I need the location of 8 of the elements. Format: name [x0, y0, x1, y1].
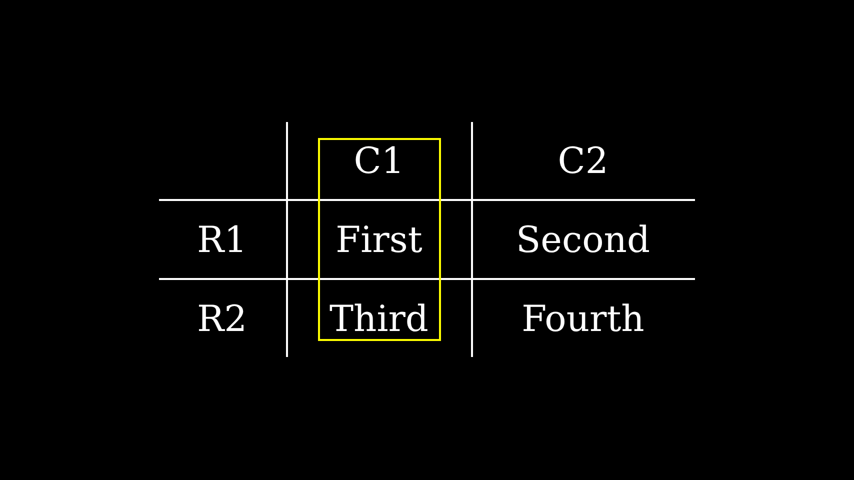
table-cell-text: Third — [330, 298, 428, 342]
table-cell-text: Second — [516, 219, 650, 263]
row-header: R1 — [197, 219, 247, 263]
table-cell-text: Fourth — [522, 298, 644, 342]
column-header: C1 — [354, 140, 404, 184]
row-header: R2 — [197, 298, 247, 342]
column-header: C2 — [558, 140, 608, 184]
table-cell-text: First — [336, 219, 422, 263]
